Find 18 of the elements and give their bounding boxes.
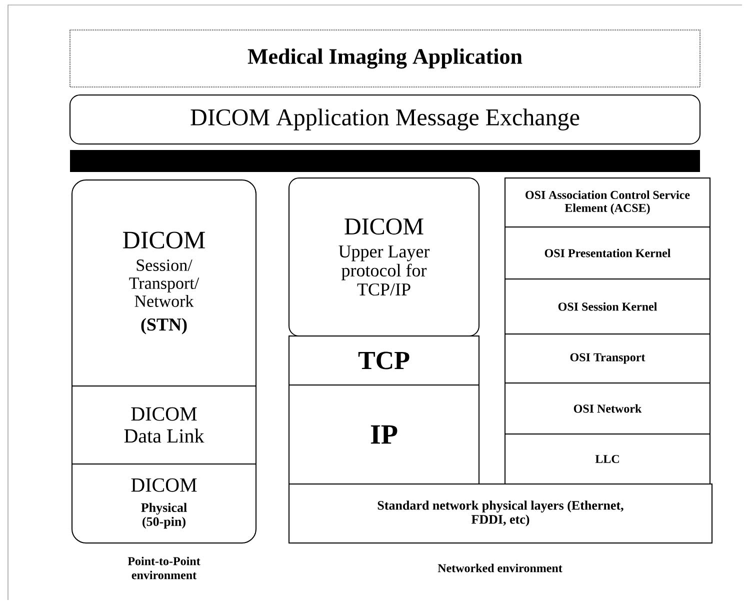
layer-box: DICOM Upper Layer protocol for TCP/IP — [288, 178, 480, 336]
layer-box: Medical Imaging Application — [70, 30, 700, 88]
caption-text: Networked environment — [438, 564, 562, 572]
layer-box: OSI Session Kernel — [504, 278, 710, 334]
layer-box: LLC — [504, 434, 710, 484]
layer-box: DICOM Session/ Transport/ Network (STN) — [72, 180, 256, 386]
layer-box: DICOM Data Link — [72, 386, 256, 464]
layer-box: TCP — [288, 336, 480, 386]
layer-box: OSI Network — [504, 382, 710, 434]
layer-box: OSI Transport — [504, 334, 710, 384]
layer-box: DICOM Application Message Exchange — [70, 94, 700, 144]
layer-box: OSI Association Control Service Element (ACSE) — [504, 178, 710, 228]
layer-box: DICOM Physical (50-pin) — [72, 464, 256, 544]
layer-bar — [70, 150, 700, 172]
layer-box: IP — [288, 384, 480, 484]
layer-box: Standard network physical layers (Ethernet, FDDI, etc) — [288, 484, 712, 544]
layer-box: OSI Presentation Kernel — [504, 226, 710, 280]
caption-text: Point-to-Point environment — [128, 556, 200, 580]
